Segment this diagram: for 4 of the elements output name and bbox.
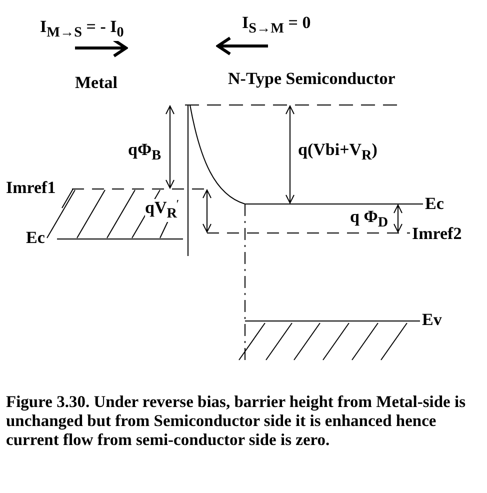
region-label: N-Type Semiconductor [228, 70, 396, 89]
current-label: I$_{M→S}$ = - I$_{0}$ [40, 18, 124, 41]
figure-caption: Figure 3.30. Under reverse bias, barrier height from Metal-side is unchanged but from Semiconductor side it is enhanced hence current flow from semi-conductor side is zero. [6, 393, 466, 450]
voltage-label: qV$_{R}$ [145, 199, 177, 222]
